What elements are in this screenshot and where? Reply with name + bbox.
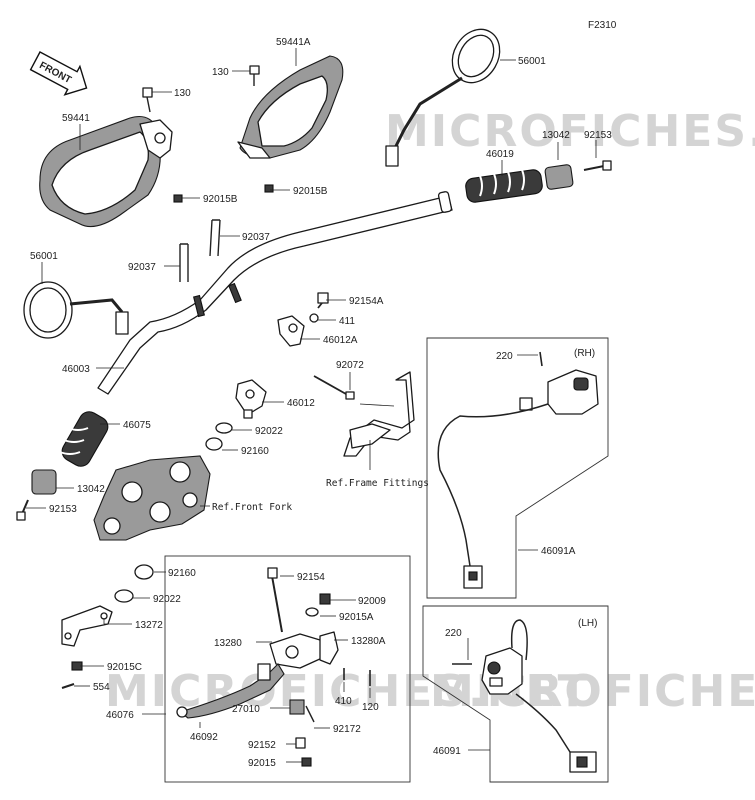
label-92022-b: 92022 bbox=[153, 594, 181, 605]
label-13042-left: 13042 bbox=[77, 484, 105, 495]
label-ref-frame-fittings: Ref.Frame Fittings bbox=[326, 478, 429, 489]
label-92160-b: 92160 bbox=[168, 568, 196, 579]
label-92172: 92172 bbox=[333, 724, 361, 735]
label-46012A: 46012A bbox=[323, 335, 358, 346]
label-92015: 92015 bbox=[248, 758, 276, 769]
label-220-lh: 220 bbox=[445, 628, 462, 639]
nut-92015b-a-shape bbox=[173, 194, 183, 203]
rh-group-label: (RH) bbox=[574, 348, 595, 359]
label-27010: 27010 bbox=[232, 704, 260, 715]
figure-code: F2310 bbox=[588, 20, 617, 31]
lever-group-frame bbox=[164, 555, 411, 783]
bracket-13272-shape bbox=[61, 605, 113, 647]
nut-92009-shape bbox=[319, 593, 331, 605]
label-46092: 46092 bbox=[190, 732, 218, 743]
nut-92015b-b-shape bbox=[264, 184, 274, 193]
washer-92022-a-shape bbox=[215, 422, 233, 434]
screw-554-shape bbox=[61, 683, 75, 689]
clamp-upper-small-shape bbox=[277, 292, 329, 347]
label-92154A: 92154A bbox=[349, 296, 384, 307]
label-411: 411 bbox=[339, 316, 355, 327]
label-92153-left: 92153 bbox=[49, 504, 77, 515]
label-130-a: 130 bbox=[174, 88, 191, 99]
label-13272: 13272 bbox=[135, 620, 163, 631]
washer-92015a-shape bbox=[305, 607, 319, 617]
clamp-46012-shape bbox=[235, 379, 267, 419]
clutch-lever-shape bbox=[176, 663, 285, 719]
label-130-b: 130 bbox=[212, 67, 229, 78]
label-13280A: 13280A bbox=[351, 636, 386, 647]
lh-switch-housing-shape bbox=[481, 619, 597, 773]
handguard-right-shape bbox=[237, 55, 344, 159]
rh-switch-frame bbox=[426, 337, 609, 599]
label-92015A: 92015A bbox=[339, 612, 374, 623]
bolt-92072-shape bbox=[313, 375, 347, 395]
bushing-92160-b-shape bbox=[134, 564, 154, 580]
label-92022-a: 92022 bbox=[255, 426, 283, 437]
label-92009: 92009 bbox=[358, 596, 386, 607]
label-554: 554 bbox=[93, 682, 110, 693]
grip-right-shape bbox=[465, 169, 543, 203]
washer-92022-b-shape bbox=[114, 589, 134, 603]
label-46091A: 46091A bbox=[541, 546, 576, 557]
label-92072: 92072 bbox=[336, 360, 364, 371]
frame-fitting-bracket-shape bbox=[343, 371, 415, 457]
label-13280: 13280 bbox=[214, 638, 242, 649]
label-410: 410 bbox=[335, 696, 352, 707]
label-59441A: 59441A bbox=[276, 37, 311, 48]
label-92037-b: 92037 bbox=[128, 262, 156, 273]
clip-92037-shape bbox=[179, 219, 221, 282]
bolt-130-a-shape bbox=[142, 87, 153, 113]
lever-holder-shape bbox=[267, 567, 339, 669]
nut-92015-shape bbox=[301, 757, 312, 767]
bushing-92160-a-shape bbox=[205, 437, 223, 451]
label-56001-left: 56001 bbox=[30, 251, 58, 262]
bolt-92072-head bbox=[345, 391, 355, 400]
switch-27010-shape bbox=[289, 699, 315, 723]
label-46075: 46075 bbox=[123, 420, 151, 431]
label-220-rh: 220 bbox=[496, 351, 513, 362]
bolt-92153-top-shape bbox=[583, 160, 612, 171]
mirror-right-shape bbox=[385, 28, 501, 167]
label-120: 120 bbox=[362, 702, 379, 713]
label-46076: 46076 bbox=[106, 710, 134, 721]
label-92153-top: 92153 bbox=[584, 130, 612, 141]
label-46091: 46091 bbox=[433, 746, 461, 757]
bolt-92153-left-shape bbox=[16, 499, 29, 521]
label-92037-a: 92037 bbox=[242, 232, 270, 243]
label-92160-a: 92160 bbox=[241, 446, 269, 457]
mirror-left-shape bbox=[23, 281, 129, 339]
front-fork-clamp-shape bbox=[93, 455, 211, 541]
leader-lines bbox=[26, 48, 597, 763]
bar-end-weight-right-shape bbox=[544, 164, 574, 190]
handguard-left-shape bbox=[39, 115, 173, 228]
label-59441: 59441 bbox=[62, 113, 90, 124]
screw-220-rh-shape bbox=[539, 351, 543, 367]
lh-switch-frame bbox=[422, 605, 609, 783]
watermark-bottom-right: MICROFICHES.NET bbox=[430, 666, 755, 717]
label-56001-top: 56001 bbox=[518, 56, 546, 67]
label-92152: 92152 bbox=[248, 740, 276, 751]
label-92015B-a: 92015B bbox=[203, 194, 238, 205]
front-arrow-badge: FRONT bbox=[29, 51, 88, 96]
watermark-top: MICROFICHES.NET bbox=[385, 106, 755, 157]
label-46019: 46019 bbox=[486, 149, 514, 160]
grip-left-shape bbox=[59, 411, 109, 467]
label-46012: 46012 bbox=[287, 398, 315, 409]
handlebar-shape bbox=[97, 191, 453, 395]
rh-switch-housing-shape bbox=[437, 369, 599, 589]
spacer-92152-shape bbox=[295, 737, 306, 749]
label-92015B-b: 92015B bbox=[293, 186, 328, 197]
bar-end-weight-left-shape bbox=[31, 469, 57, 495]
label-46003: 46003 bbox=[62, 364, 90, 375]
label-13042-top: 13042 bbox=[542, 130, 570, 141]
label-ref-front-fork: Ref.Front Fork bbox=[212, 502, 292, 513]
lh-group-label: (LH) bbox=[578, 618, 597, 629]
label-92015C: 92015C bbox=[107, 662, 142, 673]
part-labels: 130 130 59441A 59441 56001 13042 92153 4… bbox=[30, 37, 612, 769]
bolt-130-b-shape bbox=[249, 65, 260, 86]
label-92154: 92154 bbox=[297, 572, 325, 583]
